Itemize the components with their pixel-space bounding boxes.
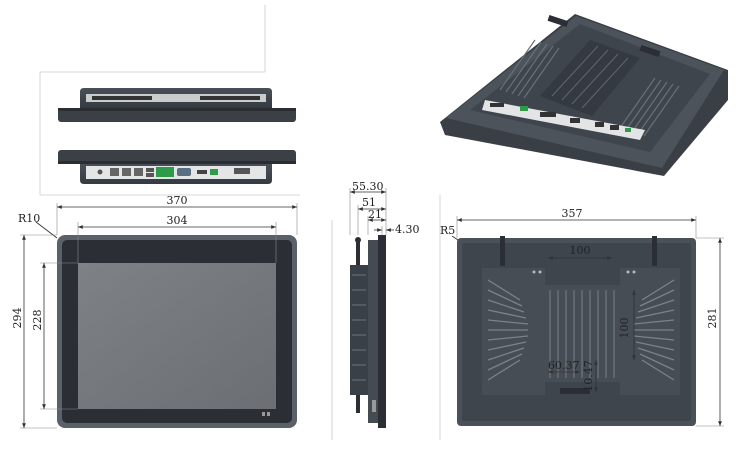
status-leds	[262, 412, 270, 416]
bottom-edge-view	[58, 150, 296, 184]
side-front-thickness-label: 4.30	[395, 223, 420, 236]
front-screen-height-label: 228	[31, 310, 44, 331]
rear-offset-v-label: 10.47	[582, 360, 595, 392]
rear-offset-h-label: 60.37	[548, 359, 580, 372]
io-ports	[97, 167, 250, 177]
side-total-depth-label: 55.30	[352, 180, 384, 193]
front-dimensions: 370 304 R10 294 228	[11, 194, 298, 429]
mount-bracket-left-top	[500, 236, 505, 266]
front-overall-width-label: 370	[167, 194, 188, 207]
mount-bracket-right-top	[652, 236, 657, 266]
side-dimensions: 55.30 51 21 4.30	[349, 180, 420, 236]
top-edge-view	[58, 88, 296, 122]
isometric-view	[440, 14, 728, 176]
rear-overall-width-label: 357	[562, 207, 583, 220]
rear-corner-radius-label: R5	[440, 224, 455, 237]
side-body-depth-label: 51	[362, 196, 376, 209]
center-fins	[549, 290, 615, 378]
front-view	[57, 235, 297, 428]
rear-overall-height-label: 281	[706, 308, 719, 329]
side-bezel-depth-label: 21	[368, 208, 382, 221]
front-overall-height-label: 294	[11, 308, 24, 329]
right-fins	[633, 279, 675, 381]
rear-heatsink	[482, 268, 680, 395]
left-fins	[487, 279, 529, 381]
front-corner-radius-label: R10	[18, 212, 40, 225]
rear-view	[457, 236, 696, 426]
side-view	[350, 235, 386, 428]
rear-dimensions: 357 R5 281 100 100 60.37 10.47	[440, 207, 724, 427]
front-screen-width-label: 304	[167, 214, 188, 227]
rear-mount-spacing-h-label: 100	[570, 244, 591, 257]
display-area	[78, 263, 276, 409]
sheet-frame	[39, 5, 441, 440]
rear-mount-spacing-v-label: 100	[618, 318, 631, 339]
